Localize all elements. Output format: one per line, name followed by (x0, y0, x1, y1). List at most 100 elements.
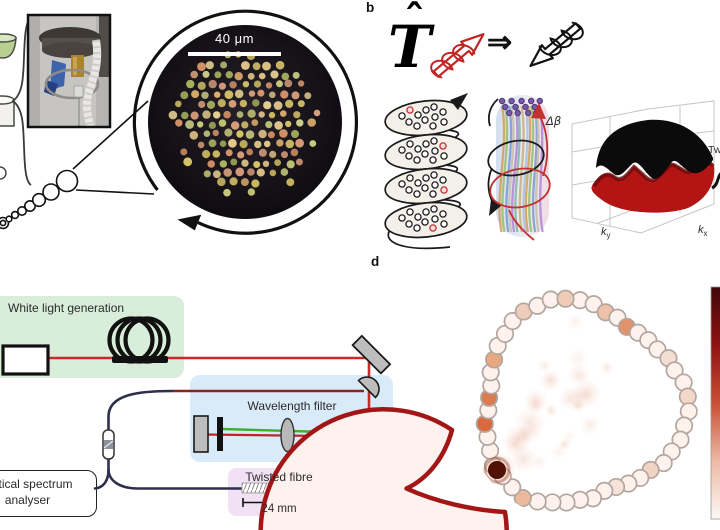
stack-core (440, 152, 448, 160)
intensity-blob (599, 360, 614, 375)
stack-core (439, 176, 447, 184)
stack-core (413, 190, 421, 198)
facet-dot (263, 140, 271, 148)
facet-dot (252, 62, 261, 71)
facet-dot (203, 170, 211, 178)
stack-core (413, 156, 421, 164)
bundle-strand (518, 105, 525, 233)
facet-dot (197, 121, 204, 128)
facet-dot (307, 118, 317, 127)
facet-dot (223, 168, 232, 177)
facet-dot (279, 129, 288, 138)
stack-helix-arrowhead (450, 93, 468, 110)
facet-dot (185, 120, 195, 129)
facet-dot (265, 121, 273, 129)
facet-dot (296, 119, 304, 127)
facet-dot (206, 100, 216, 109)
ky-label: ky (601, 226, 611, 241)
facet-dot (241, 61, 250, 70)
stack-core (414, 145, 422, 153)
facet-dot (276, 139, 284, 147)
bundle-strand (498, 105, 506, 233)
stack-core (422, 140, 430, 148)
facet-dot (297, 80, 305, 87)
facet-dot (197, 81, 206, 90)
stack-core (429, 190, 437, 198)
facet-dot (207, 160, 215, 168)
facet-dot (304, 92, 312, 100)
facet-dot (313, 109, 321, 117)
panel-d (1, 286, 720, 530)
time-reversal-operator: ˆ T (388, 0, 432, 81)
facet-dot (208, 121, 216, 129)
intensity-blob (536, 358, 552, 374)
fiber-coupler (102, 429, 115, 460)
facet-dot (214, 91, 221, 98)
facet-dot (286, 178, 295, 187)
stack-core (413, 224, 421, 232)
implies-arrow: ⇒ (487, 26, 513, 59)
facet-dot (208, 139, 217, 148)
facet-core-dots (168, 51, 321, 197)
stack-core (406, 174, 414, 182)
facet-dot (214, 71, 222, 79)
stack-core (439, 108, 447, 116)
stack-core (405, 220, 413, 228)
facet-dot (190, 111, 199, 120)
facet-dot (241, 121, 249, 129)
facet-dot (253, 80, 262, 88)
facet-dot (280, 110, 287, 117)
stack-core-red (440, 186, 448, 194)
stack-core (430, 171, 438, 179)
facet-dot (248, 90, 256, 97)
twisted-bundle (487, 95, 551, 241)
fibre-length-label: 24 mm (261, 503, 297, 515)
facet-dot (295, 158, 303, 166)
facet-dot (280, 168, 289, 176)
facet-dot (257, 89, 265, 97)
bundle-tip (506, 109, 513, 117)
stack-core (421, 218, 429, 226)
facet-dot (239, 140, 248, 149)
bundle-tip (508, 97, 515, 105)
mode-intensity-blobs (502, 313, 614, 474)
stack-core-red (439, 142, 447, 150)
facet-dot (225, 71, 233, 79)
intensity-blob (566, 384, 592, 409)
facet-dot (237, 151, 245, 159)
intensity-blob (561, 429, 577, 444)
twisted-fibre-label: Twisted fibre (245, 470, 313, 484)
stack-core (414, 179, 422, 187)
facet-dot (269, 150, 277, 158)
colorbar (710, 286, 720, 520)
facet-dot (220, 61, 228, 69)
bundle-tip (528, 97, 535, 105)
fiber-paths (93, 389, 244, 490)
facet-dot (205, 61, 214, 70)
facet-dot (247, 109, 256, 118)
facet-dot (291, 130, 299, 138)
facet-dot (236, 130, 244, 138)
core-circle (556, 289, 575, 308)
facet-dot (175, 119, 183, 127)
facet-dot (284, 79, 293, 88)
facet-dot (197, 62, 206, 71)
facet-dot (217, 177, 226, 187)
panel-b-label: b (366, 0, 375, 15)
intensity-blob (567, 347, 590, 370)
facet-dot (251, 179, 260, 188)
facet-dot (186, 79, 195, 89)
crucible-icon (0, 37, 17, 59)
facet-dot (223, 188, 231, 197)
osa-label: Optical spectrum analyser (0, 477, 73, 507)
intensity-blob (566, 313, 585, 331)
core-circle (541, 290, 560, 309)
twist-glyph (711, 172, 720, 190)
stack-core (398, 180, 406, 188)
preform-circle-icon (0, 166, 7, 180)
facet-dot (198, 100, 206, 108)
stack-core (429, 122, 437, 130)
scale-bar (188, 52, 281, 56)
facet-dot (295, 138, 304, 148)
facet-dot (285, 139, 295, 149)
